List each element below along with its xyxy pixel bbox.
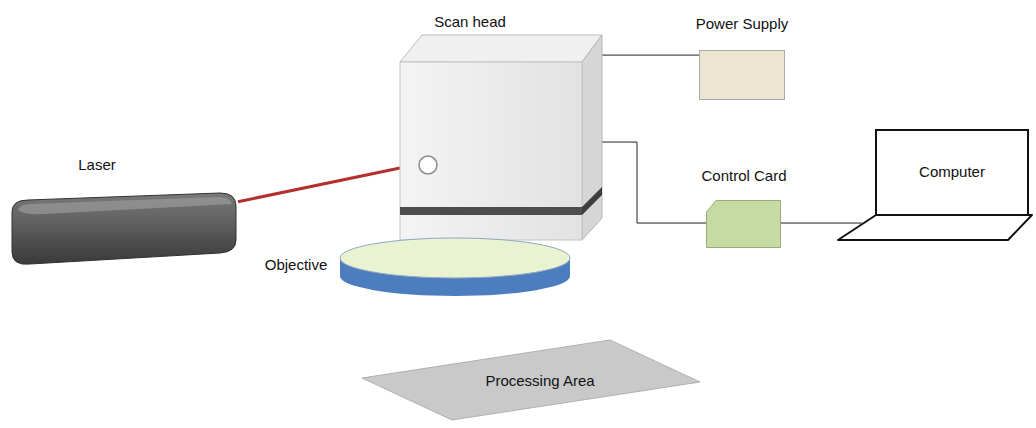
beam-aperture [419,156,437,174]
scan-head-shape [400,32,602,242]
control-card: Control Card [706,200,781,248]
part-label: Scan head [434,14,506,31]
laser-top [18,197,232,214]
scan-head-side [582,35,602,240]
processing-area-plane [362,340,700,420]
laser-body [12,193,236,264]
computer-shape [836,128,1034,242]
objective-shape [338,236,572,300]
node-label: Processing Area [485,373,594,390]
part-label: Control Card [701,168,786,185]
scan-head-band [400,207,582,215]
scan-head-top [400,35,602,62]
part-label: Objective [265,257,328,274]
laser-beam [238,168,400,202]
part-label: Laser [78,157,116,174]
laptop-base [838,215,1032,240]
scan-head-band [582,187,602,215]
part-label: Power Supply [696,16,789,33]
power-supply: Power Supply [699,50,785,100]
computer: Computer [836,128,1034,242]
objective-lens [340,238,570,278]
node-label: Computer [919,164,985,181]
power-supply-box [700,51,785,100]
laser: Laser [8,190,238,268]
control-card-shape [707,201,781,248]
scan-head: Scan head [400,32,602,242]
scan-head-front [400,62,582,240]
laser-shape [8,190,238,268]
power-supply-shape [699,50,785,100]
cable [781,223,862,224]
objective: Objective [338,236,572,300]
laptop-screen [876,130,1028,215]
processing-area: Processing Area [360,338,702,422]
control-card-shape [706,200,781,248]
